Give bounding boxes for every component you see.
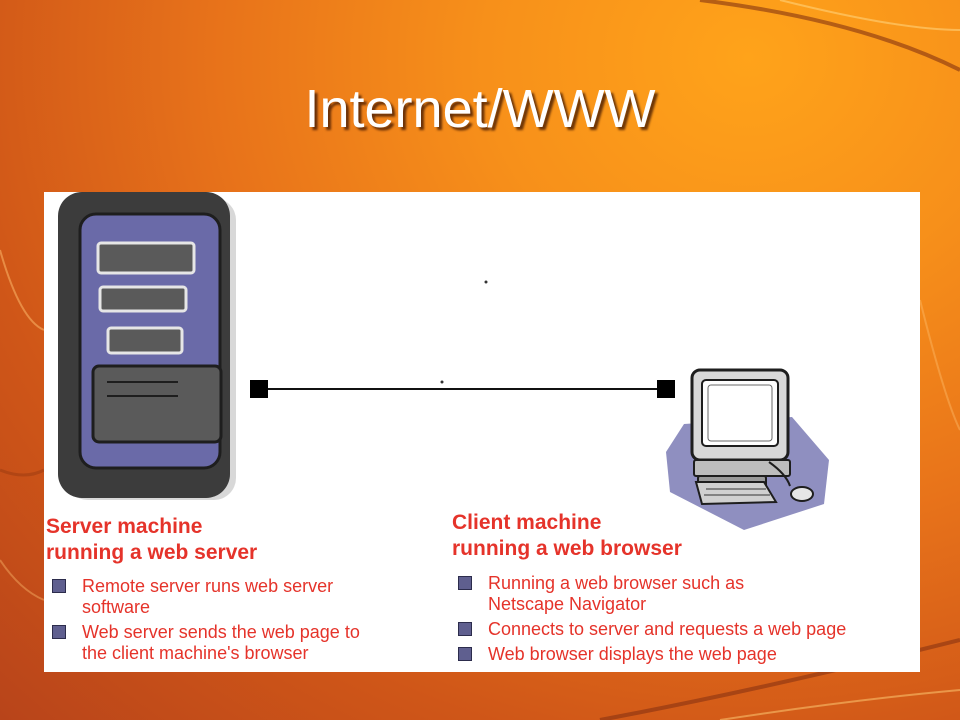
square-bullet-icon <box>458 647 472 661</box>
bullet-line: Web browser displays the web page <box>488 644 777 664</box>
bullet-line: Connects to server and requests a web pa… <box>488 619 847 639</box>
diagram-drawing <box>58 192 829 530</box>
bullet-line: Running a web browser such as <box>488 573 745 593</box>
server-heading-line2: running a web server <box>46 541 258 564</box>
client-heading-line2: running a web browser <box>452 537 682 560</box>
bullet-line: Remote server runs web server <box>82 576 334 596</box>
bullet-line: Netscape Navigator <box>488 594 647 614</box>
slide-title: Internet/WWW <box>304 79 656 139</box>
client-heading-line1: Client machine <box>452 511 602 534</box>
server-bullet-list: Remote server runs web server software W… <box>46 576 446 668</box>
server-tower-icon <box>58 192 236 500</box>
square-bullet-icon <box>52 625 66 639</box>
square-bullet-icon <box>458 622 472 636</box>
client-endpoint-marker <box>657 380 675 398</box>
square-bullet-icon <box>458 576 472 590</box>
server-heading-line1: Server machine <box>46 515 203 538</box>
bullet-line: the client machine's browser <box>82 643 309 663</box>
desktop-computer-icon <box>666 368 829 530</box>
server-heading: Server machine running a web server <box>46 514 257 566</box>
server-endpoint-marker <box>250 380 268 398</box>
list-item: Web server sends the web page to the cli… <box>46 622 446 664</box>
bullet-line: software <box>82 597 151 617</box>
diagram-panel: Server machine running a web server Remo… <box>44 192 920 672</box>
list-item: Running a web browser such as Netscape N… <box>452 573 918 615</box>
list-item: Remote server runs web server software <box>46 576 446 618</box>
client-bullet-list: Running a web browser such as Netscape N… <box>452 573 918 669</box>
client-heading: Client machine running a web browser <box>452 510 682 562</box>
bullet-line: Web server sends the web page to <box>82 622 360 642</box>
list-item: Web browser displays the web page <box>452 644 918 665</box>
list-item: Connects to server and requests a web pa… <box>452 619 918 640</box>
network-connection-line <box>250 280 675 398</box>
square-bullet-icon <box>52 579 66 593</box>
